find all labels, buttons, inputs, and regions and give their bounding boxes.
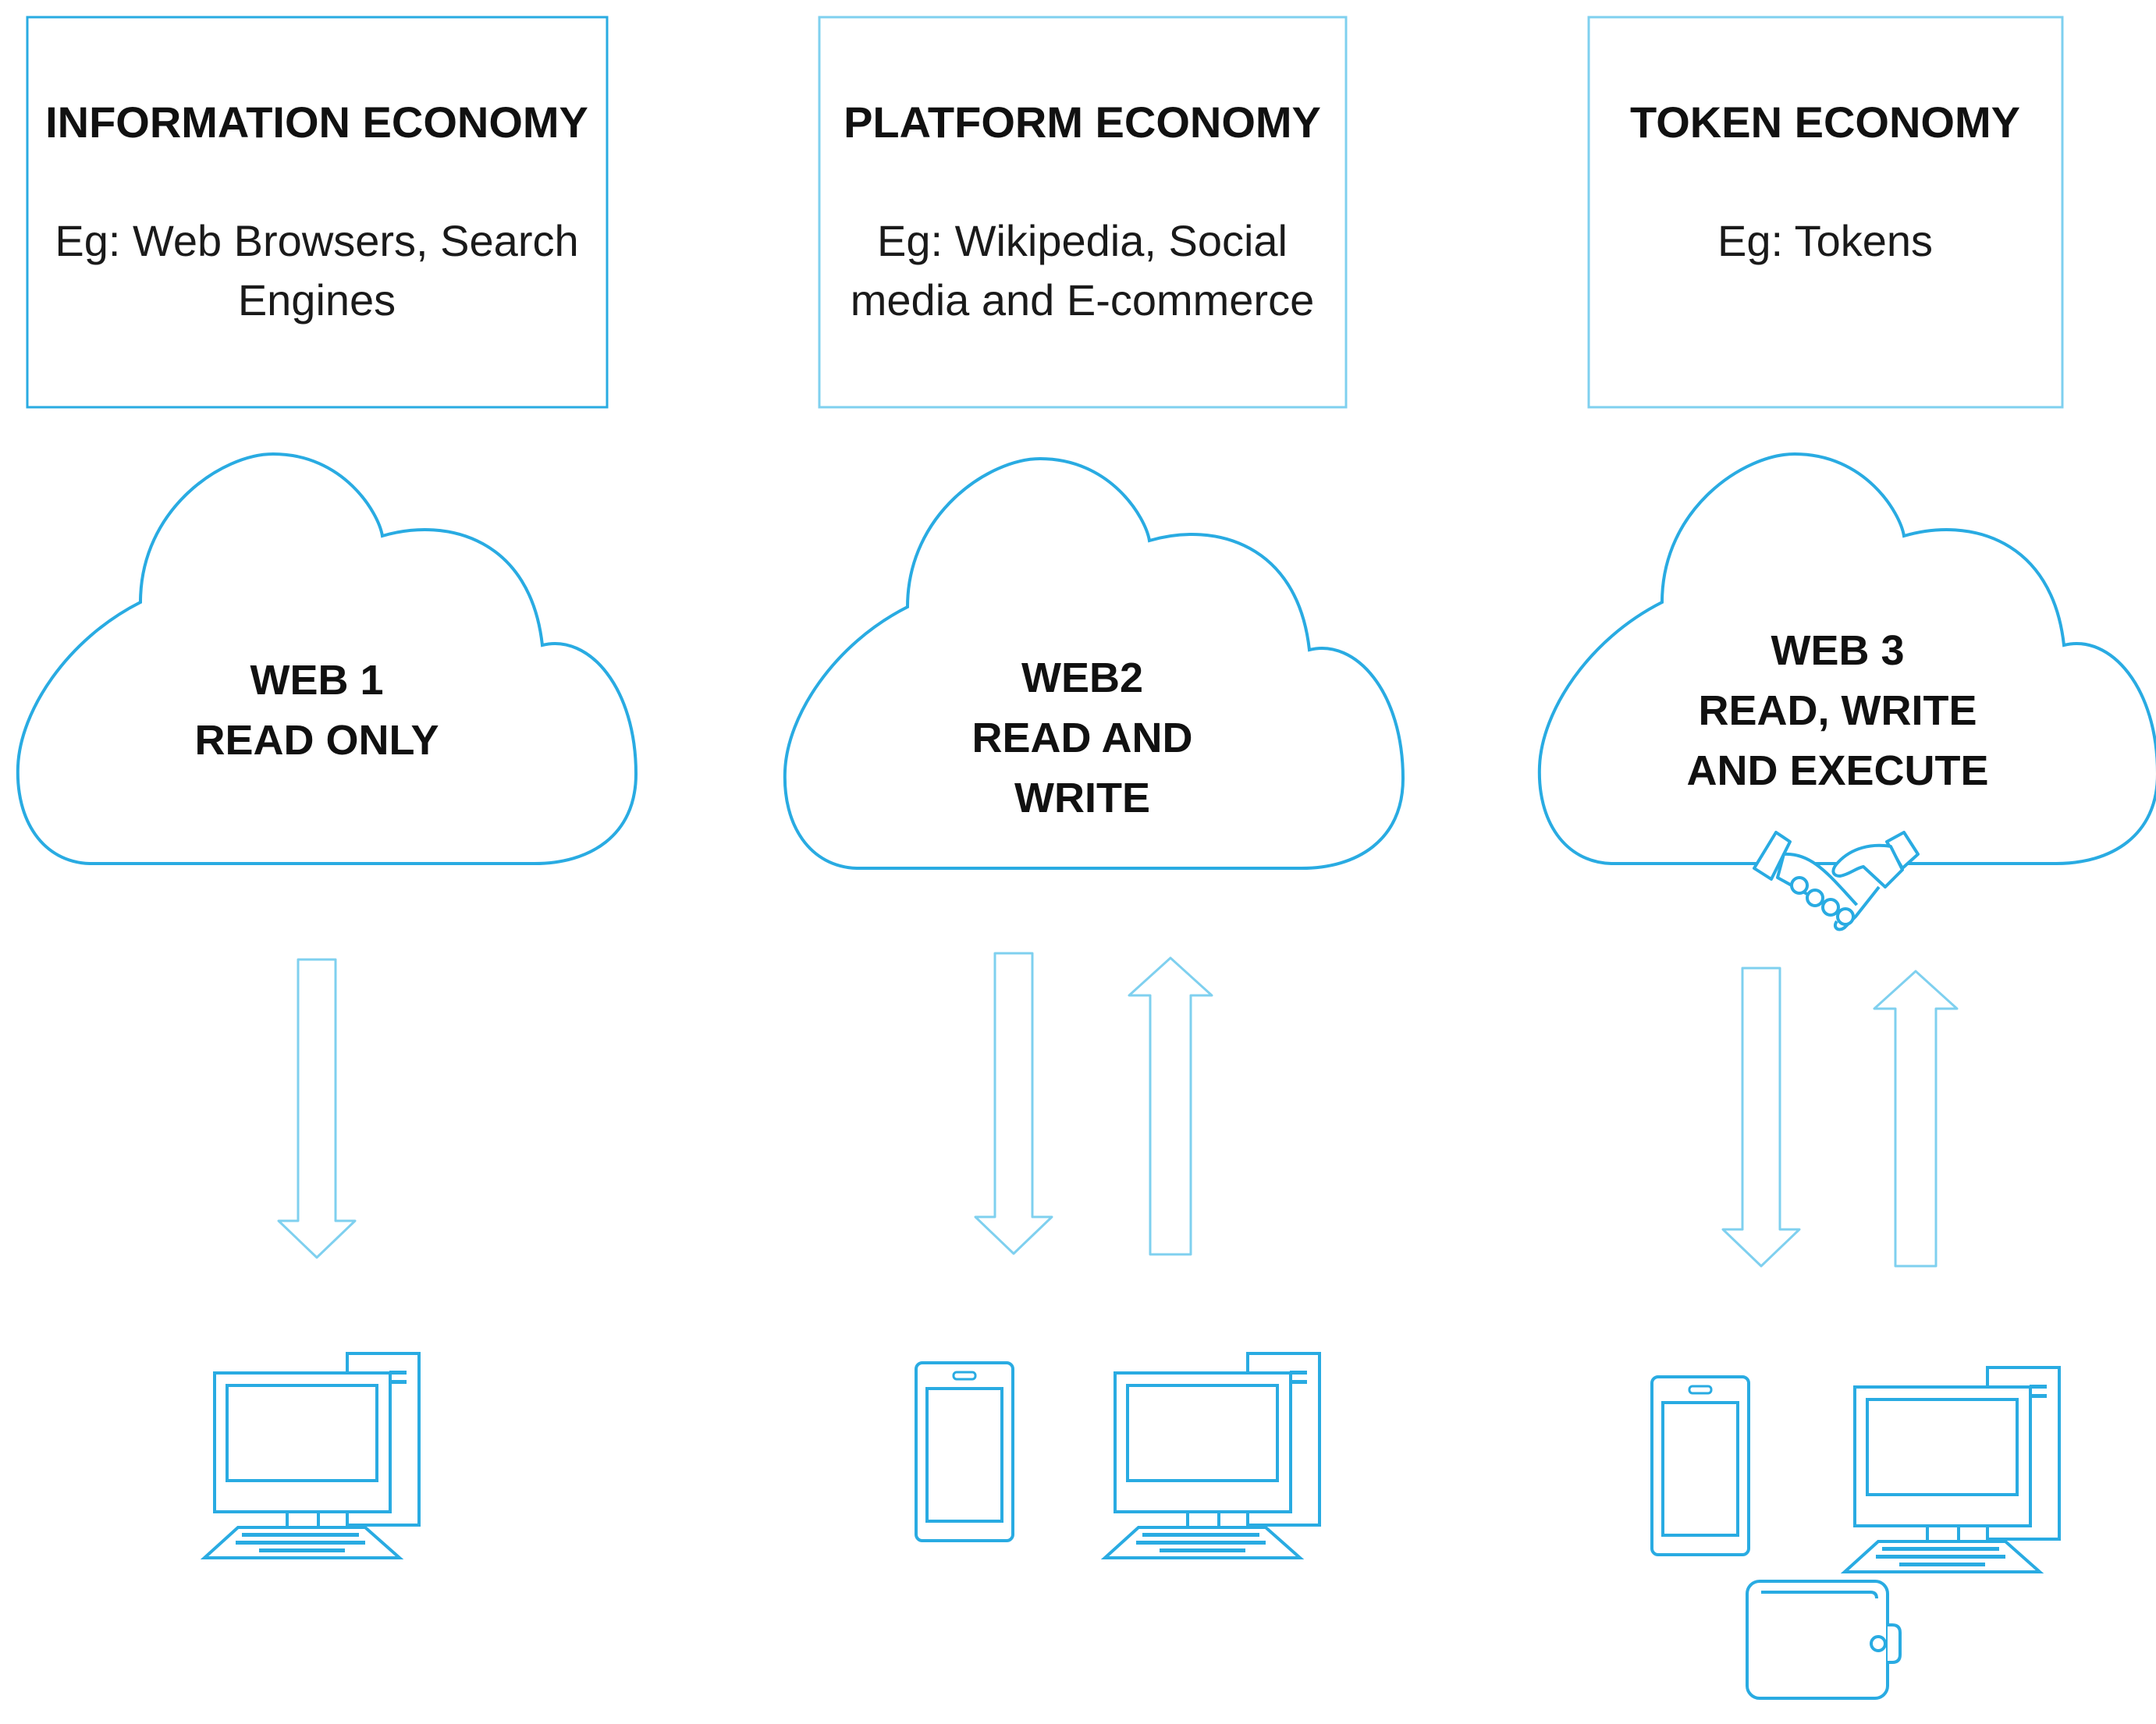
cloud-label-line: AND EXECUTE	[1686, 747, 1988, 794]
cloud-label-line: WRITE	[1014, 775, 1150, 821]
economy-example-line: media and E-commerce	[851, 275, 1314, 325]
column-web3: TOKEN ECONOMY Eg: Tokens WEB 3 READ, WRI…	[1537, 16, 2156, 1700]
economy-title: PLATFORM ECONOMY	[844, 98, 1321, 147]
column-web2: PLATFORM ECONOMY Eg: Wikipedia, Social m…	[783, 16, 1405, 1559]
arrow-down	[1721, 967, 1801, 1268]
arrow-up	[1128, 956, 1213, 1256]
economy-example-line: Eg: Tokens	[1717, 216, 1933, 265]
cloud-label-line: WEB 1	[250, 657, 383, 704]
economy-example-line: Engines	[238, 275, 396, 325]
economy-title: TOKEN ECONOMY	[1630, 98, 2020, 147]
desktop-computer-icon	[1843, 1366, 2061, 1573]
economy-box-token	[1587, 16, 2064, 409]
cloud-label-line: WEB 3	[1771, 627, 1904, 674]
arrow-down	[974, 952, 1053, 1255]
cloud-label-line: WEB2	[1021, 654, 1143, 701]
economy-example-line: Eg: Web Browsers, Search	[55, 216, 578, 265]
cloud-label-line: READ, WRITE	[1699, 687, 1977, 734]
cloud-label-line: READ ONLY	[194, 717, 439, 764]
economy-box-platform	[818, 16, 1348, 409]
arrow-up	[1873, 970, 1959, 1268]
economy-title: INFORMATION ECONOMY	[45, 98, 588, 147]
desktop-computer-icon	[1103, 1352, 1321, 1559]
smartphone-icon	[1650, 1375, 1750, 1556]
arrow-down	[277, 958, 357, 1259]
smartphone-icon	[915, 1361, 1014, 1542]
column-web1: INFORMATION ECONOMY Eg: Web Browsers, Se…	[16, 16, 638, 1559]
wallet-icon	[1746, 1580, 1902, 1700]
economy-box-information	[26, 16, 609, 409]
desktop-computer-icon	[203, 1352, 421, 1559]
cloud-label-line: READ AND	[972, 715, 1193, 761]
economy-example-line: Eg: Wikipedia, Social	[877, 216, 1288, 265]
